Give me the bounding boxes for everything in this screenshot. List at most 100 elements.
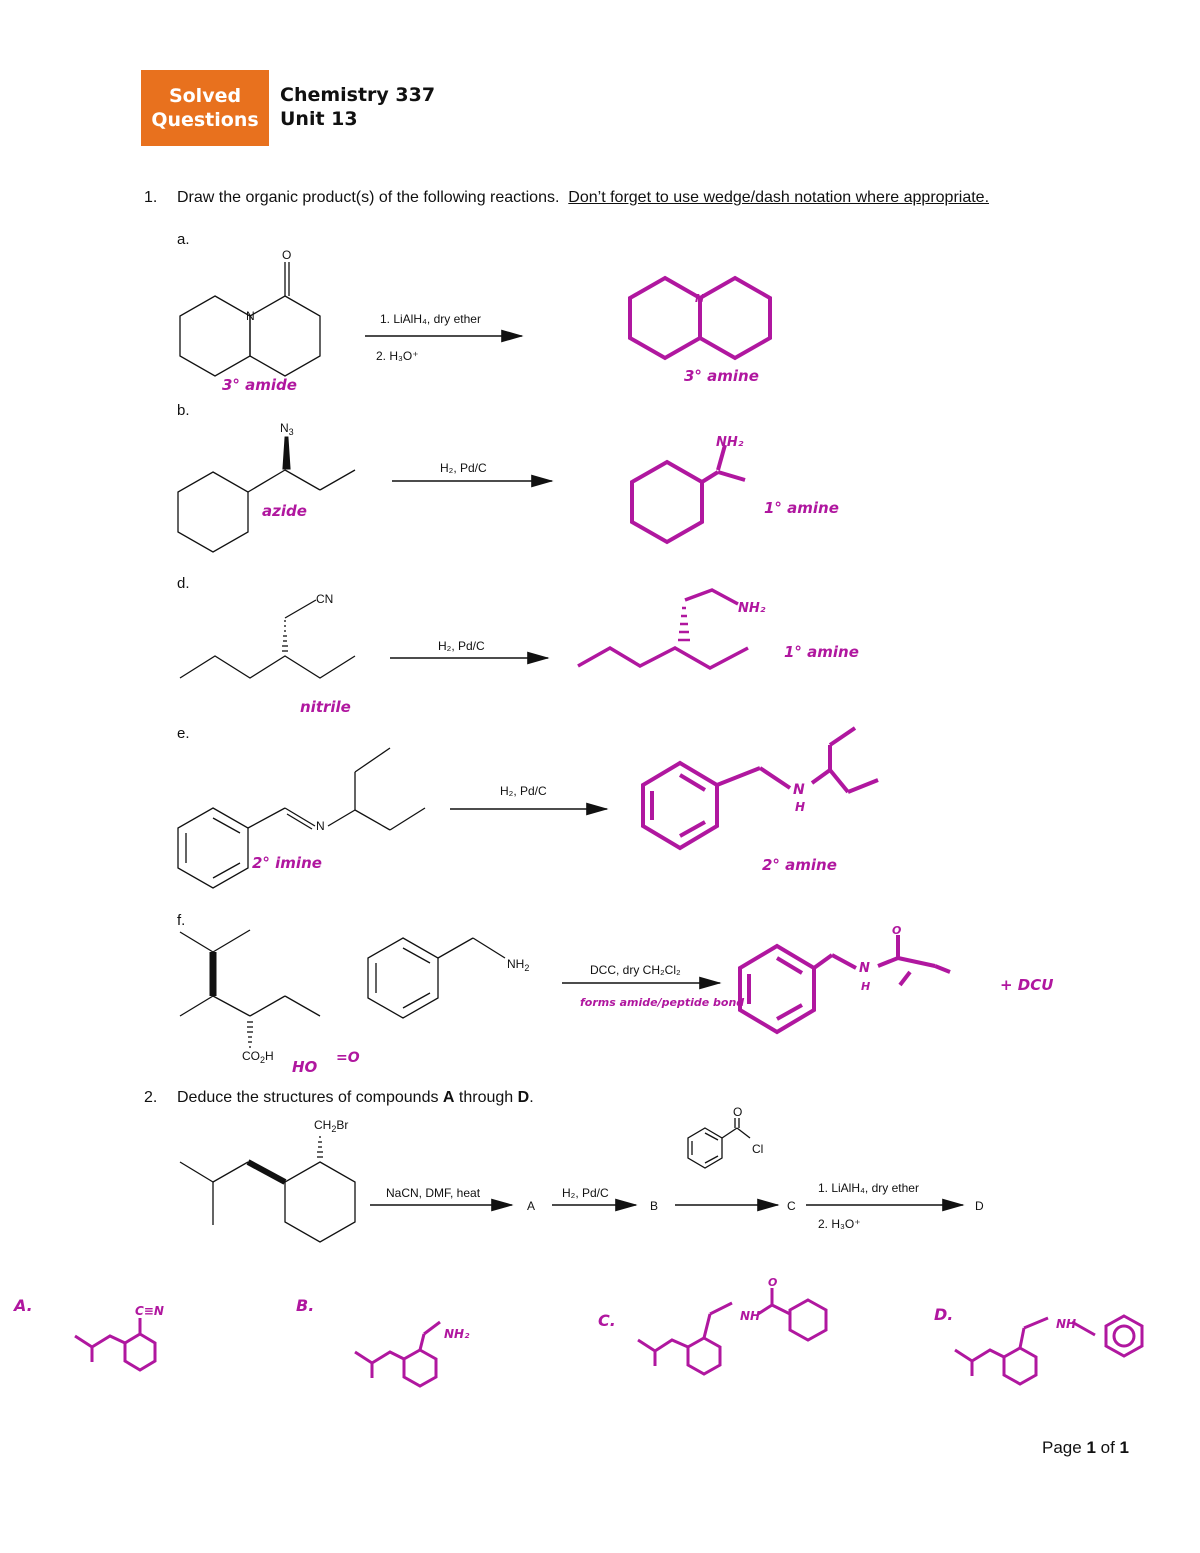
part-a-reagent-1: 1. LiAlH₄, dry ether: [380, 312, 481, 326]
footer-page-number: 1: [1086, 1438, 1096, 1457]
part-b-product: [630, 444, 746, 545]
part-d-reagent: H₂, Pd/C: [438, 639, 485, 653]
question-1-instruction: Don’t forget to use wedge/dash notation …: [568, 189, 990, 206]
part-f-acid: [179, 929, 321, 1017]
part-f-amine: [367, 937, 506, 1019]
footer-page-prefix: Page: [1042, 1438, 1087, 1457]
question-2-text-before: Deduce the structures of compounds: [177, 1089, 443, 1106]
part-d-cn-label: CN: [316, 592, 333, 606]
part-d-reactant: [179, 599, 356, 679]
answer-b-group: NH₂: [444, 1327, 470, 1341]
footer-of: of: [1095, 1438, 1120, 1457]
part-e-product-nh: N: [793, 782, 805, 798]
part-f-co2h: CO2H: [242, 1049, 274, 1065]
q2-acyl-o: O: [733, 1105, 742, 1119]
part-a-note-reactant: 3° amide: [222, 376, 297, 394]
part-a-label: a.: [177, 231, 190, 248]
compound-a-ref: A: [442, 1089, 455, 1106]
answer-c-o: O: [768, 1276, 777, 1289]
part-f-note-o: =O: [336, 1050, 360, 1066]
unit-name: Unit 13: [280, 108, 358, 130]
answer-c-label: C.: [598, 1311, 616, 1330]
part-b-reagent: H₂, Pd/C: [440, 461, 487, 475]
part-a-oxygen: O: [282, 248, 291, 262]
part-f-product-o: O: [892, 924, 901, 937]
part-a-reagent-2: 2. H₃O⁺: [376, 349, 419, 363]
part-a-product: [628, 275, 772, 361]
answer-b-label: B.: [296, 1296, 314, 1315]
part-d-hash: [282, 620, 288, 652]
question-2: 2. Deduce the structures of compounds A …: [144, 1089, 534, 1107]
part-e-reagent: H₂, Pd/C: [500, 784, 547, 798]
part-e-product-h: H: [795, 800, 805, 814]
course-title: Chemistry 337 Unit 13: [280, 83, 435, 131]
part-b-note-reactant: azide: [262, 502, 307, 520]
part-f-note-arrow: forms amide/peptide bond: [580, 996, 744, 1009]
question-1-text: Draw the organic product(s) of the follo…: [177, 189, 560, 206]
part-e-note-reactant: 2° imine: [252, 854, 322, 872]
q2-hash: [317, 1136, 323, 1158]
footer-page-total: 1: [1119, 1438, 1129, 1457]
question-2-text-end: .: [529, 1089, 534, 1106]
answer-d-nh: NH: [1056, 1317, 1076, 1331]
answer-d-structure: [954, 1314, 1144, 1386]
q2-reagent-4a: 1. LiAlH₄, dry ether: [818, 1181, 919, 1195]
q2-reagent-1: NaCN, DMF, heat: [386, 1186, 481, 1200]
part-f-product-h: H: [861, 980, 870, 993]
part-e-product: [641, 726, 879, 851]
solved-questions-badge: Solved Questions: [141, 70, 269, 146]
answer-a-group: C≡N: [135, 1304, 164, 1318]
part-f-acid-hash: [247, 1021, 253, 1048]
q2-compound-d: D: [975, 1199, 984, 1213]
answer-a-structure: [74, 1318, 157, 1372]
part-e-nitrogen: N: [316, 819, 325, 833]
q2-benzoyl-chloride: [687, 1118, 751, 1169]
part-f-nh2: NH2: [507, 957, 529, 973]
answer-a-label: A.: [12, 1296, 33, 1315]
part-f-product-n: N: [859, 961, 870, 976]
part-a-product-n: N: [695, 292, 704, 305]
part-b-product-group: NH₂: [716, 435, 744, 450]
question-2-number: 2.: [144, 1089, 158, 1106]
part-e-reactant: [177, 747, 426, 889]
page-footer: Page 1 of 1: [1042, 1438, 1129, 1458]
q2-ch2br: CH2Br: [314, 1118, 348, 1134]
part-d-note-reactant: nitrile: [300, 698, 351, 716]
part-f-note-ho: HO: [292, 1058, 318, 1076]
q2-compound-c: C: [787, 1199, 796, 1213]
part-f-extra-product: + DCU: [1000, 976, 1053, 994]
part-b-azide-label: N3: [280, 421, 294, 437]
part-d-product-hash: [678, 606, 690, 642]
part-e-label: e.: [177, 725, 190, 742]
part-e-note-product: 2° amine: [762, 856, 837, 874]
course-name: Chemistry 337: [280, 84, 436, 106]
question-1-number: 1.: [144, 189, 158, 206]
part-f-product: [738, 935, 951, 1035]
answer-c-nh: NH: [740, 1309, 760, 1323]
q2-acyl-cl: Cl: [752, 1142, 763, 1156]
badge-line1: Solved: [168, 85, 242, 107]
badge-line2: Questions: [151, 109, 259, 131]
part-d-product: [577, 588, 749, 670]
part-a-note-product: 3° amine: [684, 367, 759, 385]
answer-d-label: D.: [934, 1305, 953, 1324]
answer-c-structure: [637, 1288, 828, 1376]
answer-b-structure: [354, 1320, 441, 1388]
q2-reagent-2: H₂, Pd/C: [562, 1186, 609, 1200]
part-b-label: b.: [177, 402, 190, 419]
part-d-product-group: NH₂: [738, 601, 766, 616]
q2-bold-bond: [246, 1159, 287, 1185]
part-a-reactant: [179, 262, 321, 377]
compound-d-ref: D: [517, 1089, 530, 1106]
part-b-note-product: 1° amine: [764, 499, 839, 517]
q2-compound-a: A: [527, 1199, 535, 1213]
question-1: 1. Draw the organic product(s) of the fo…: [144, 189, 990, 207]
part-f-label: f.: [177, 912, 186, 929]
question-2-text-mid: through: [454, 1089, 518, 1106]
part-d-note-product: 1° amine: [784, 643, 859, 661]
q2-compound-b: B: [650, 1199, 658, 1213]
part-b-wedge: [282, 436, 291, 470]
part-a-nitrogen: N: [246, 309, 255, 323]
q2-reagent-4b: 2. H₃O⁺: [818, 1217, 861, 1231]
